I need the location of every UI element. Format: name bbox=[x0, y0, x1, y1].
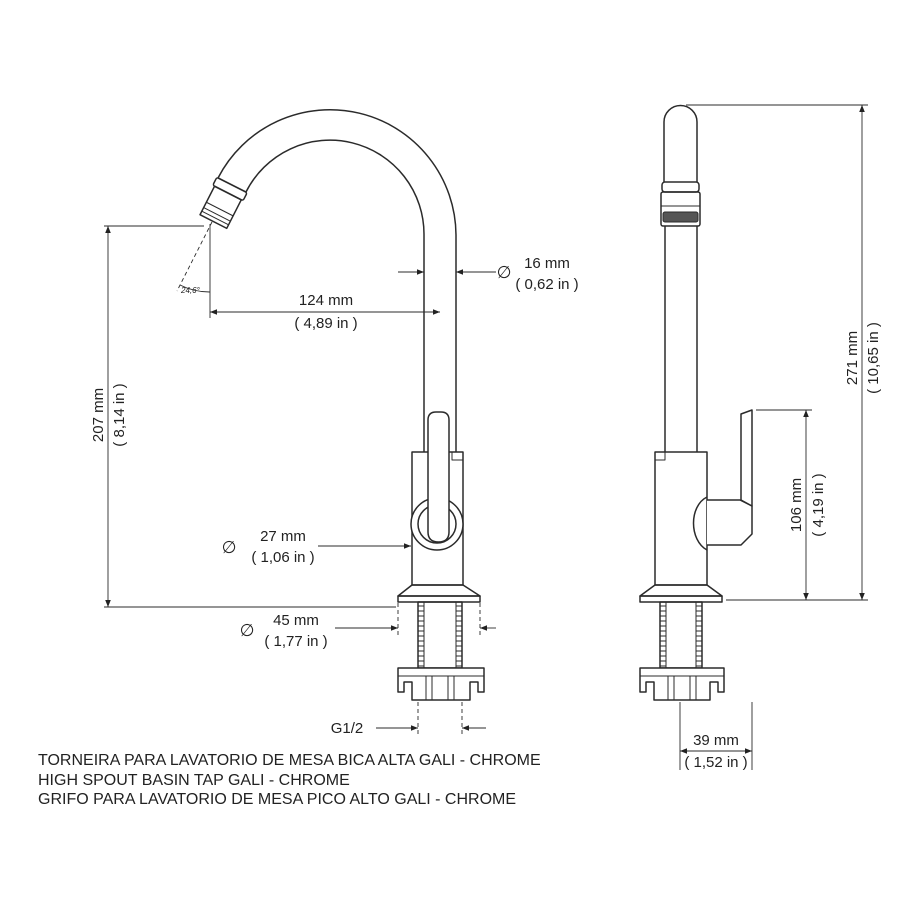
spout-outer-edge bbox=[217, 108, 457, 452]
spout-diameter-in: ( 0,62 in ) bbox=[515, 276, 578, 293]
side-dimension-labels: 271 mm ( 10,65 in ) 106 mm ( 4,19 in ) 3… bbox=[684, 322, 882, 771]
side-view bbox=[639, 104, 753, 701]
side-spout-band bbox=[661, 181, 700, 193]
lever-height-mm: 106 mm bbox=[788, 478, 805, 532]
aerator-body bbox=[199, 185, 243, 230]
side-aerator bbox=[660, 191, 701, 227]
aerator-line bbox=[206, 201, 234, 217]
caption-spanish: GRIFO PARA LAVATORIO DE MESA PICO ALTO G… bbox=[38, 791, 516, 808]
side-handle-stem bbox=[707, 499, 753, 546]
side-mounting-nut bbox=[639, 667, 725, 701]
base-diameter-in: ( 1,77 in ) bbox=[264, 633, 327, 650]
side-base-flange bbox=[639, 584, 723, 597]
front-view bbox=[199, 108, 485, 701]
spout-diameter-mm: 16 mm bbox=[524, 255, 570, 272]
handle-depth-in: ( 1,52 in ) bbox=[684, 754, 747, 771]
aerator-ring bbox=[212, 177, 248, 201]
mounting-nut bbox=[397, 667, 485, 701]
base-diameter-symbol: ∅ bbox=[240, 621, 255, 641]
base-flange bbox=[397, 584, 481, 597]
thread-ticks bbox=[418, 605, 462, 667]
total-height-in: ( 10,65 in ) bbox=[865, 322, 882, 394]
spout-height-in: ( 8,14 in ) bbox=[111, 383, 128, 446]
aerator-axis bbox=[176, 221, 213, 292]
side-base-plate bbox=[639, 595, 723, 603]
side-body-cap-notch bbox=[655, 452, 666, 461]
caption-block: TORNEIRA PARA LAVATORIO DE MESA BICA ALT… bbox=[38, 752, 541, 808]
spout-inner-edge bbox=[245, 139, 425, 452]
aerator-angle-label: 24,6° bbox=[180, 286, 201, 295]
side-faucet-body bbox=[654, 451, 708, 586]
side-spout-top bbox=[663, 104, 698, 182]
hub-diameter-symbol: ∅ bbox=[222, 538, 237, 558]
lever-height-in: ( 4,19 in ) bbox=[810, 473, 827, 536]
spout-reach-mm: 124 mm bbox=[299, 292, 353, 309]
hub-diameter-in: ( 1,06 in ) bbox=[251, 549, 314, 566]
spout-reach-in: ( 4,89 in ) bbox=[294, 315, 357, 332]
hub-diameter-mm: 27 mm bbox=[260, 528, 306, 545]
caption-portuguese: TORNEIRA PARA LAVATORIO DE MESA BICA ALT… bbox=[38, 752, 541, 769]
side-aerator-knurl bbox=[662, 211, 699, 223]
side-handle-hub bbox=[692, 496, 708, 551]
side-thread-ticks bbox=[660, 605, 702, 667]
spout-diameter-symbol: ∅ bbox=[497, 263, 512, 283]
base-diameter-mm: 45 mm bbox=[273, 612, 319, 629]
handle-lever bbox=[427, 411, 450, 543]
front-dimensions bbox=[104, 221, 496, 736]
caption-english: HIGH SPOUT BASIN TAP GALI - CHROME bbox=[38, 772, 350, 789]
base-plate bbox=[397, 595, 481, 603]
total-height-mm: 271 mm bbox=[844, 331, 861, 385]
aerator bbox=[199, 177, 248, 230]
aerator-line bbox=[203, 207, 231, 222]
handle-depth-mm: 39 mm bbox=[693, 732, 739, 749]
aerator-line bbox=[201, 210, 229, 226]
aerator-angle-arc bbox=[179, 284, 211, 293]
side-dimensions bbox=[679, 104, 868, 770]
thread-size-label: G1/2 bbox=[331, 720, 364, 737]
front-dimension-labels: 207 mm ( 8,14 in ) 24,6° 124 mm ( 4,89 i… bbox=[90, 255, 579, 737]
threaded-shank bbox=[417, 601, 463, 669]
side-handle-lever bbox=[740, 409, 753, 507]
body-cap-notch bbox=[451, 451, 464, 461]
spout-height-mm: 207 mm bbox=[90, 388, 107, 442]
